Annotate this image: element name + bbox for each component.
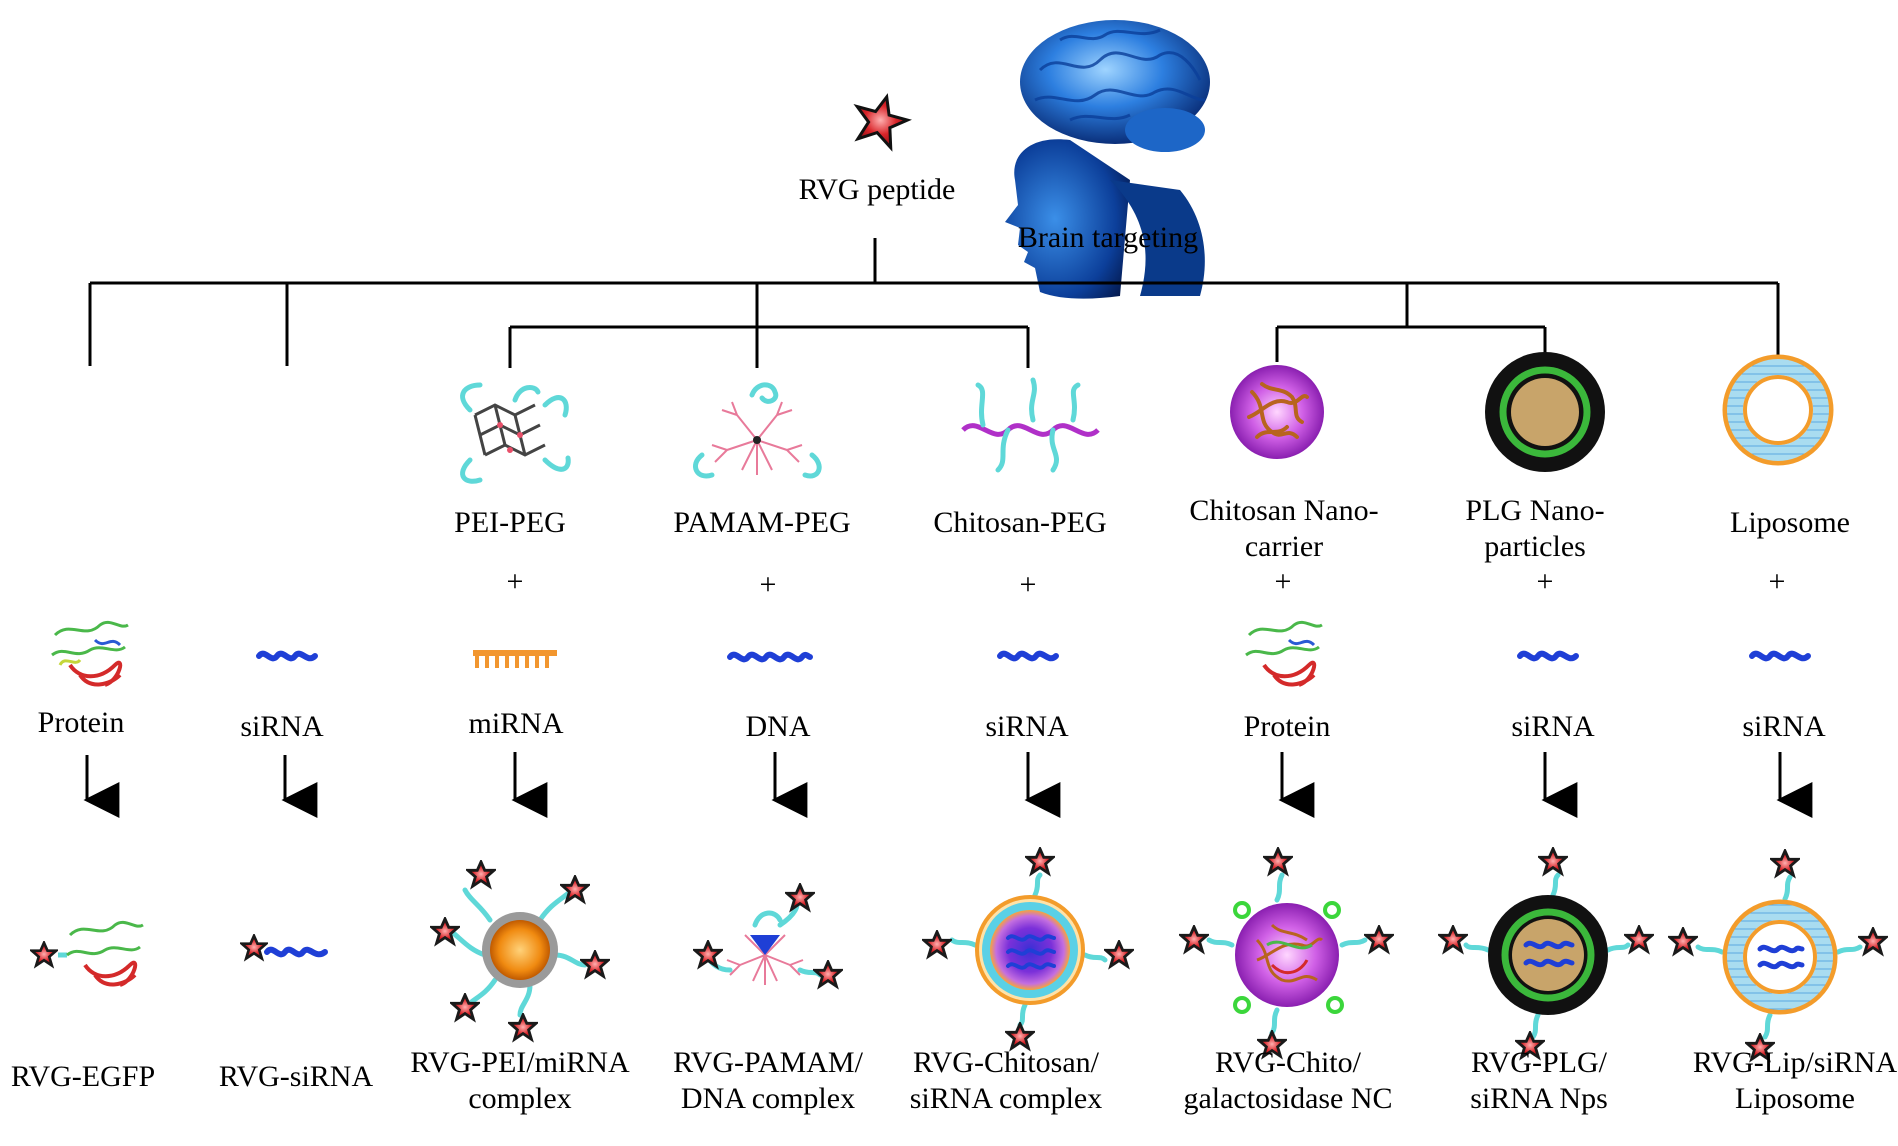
brain-targeting-label: Brain targeting xyxy=(1017,221,1199,254)
dna-icon xyxy=(727,651,813,663)
product-label-line: siRNA Nps xyxy=(1470,1082,1608,1115)
payload-label: siRNA xyxy=(240,710,324,743)
sirna-icon xyxy=(997,650,1059,662)
sirna-icon xyxy=(1749,650,1811,662)
product-label: RVG-PLG/ siRNA Nps xyxy=(1470,1045,1608,1117)
sirna-icon xyxy=(256,650,318,662)
sirna-icon xyxy=(1517,650,1579,662)
product-label-line: DNA complex xyxy=(680,1082,856,1115)
plg-nanoparticle-icon xyxy=(1485,352,1605,472)
plus-sign: + xyxy=(1274,565,1292,598)
brain-head-icon xyxy=(1005,20,1210,299)
carrier-label: Liposome xyxy=(1730,506,1850,539)
product-label: RVG-Lip/siRNA Liposome xyxy=(1693,1045,1897,1117)
payload-label: miRNA xyxy=(468,707,564,740)
protein-icon xyxy=(51,620,129,687)
product-label: RVG-Chito/ galactosidase NC xyxy=(1183,1045,1392,1117)
product-label-line: siRNA complex xyxy=(909,1082,1103,1115)
carrier-label: PEI-PEG xyxy=(454,506,566,539)
rvg-peptide-star-icon xyxy=(853,93,912,152)
product-label-line: complex xyxy=(468,1082,572,1115)
chitosan-peg-icon xyxy=(961,377,1100,473)
carrier-label: Chitosan-PEG xyxy=(933,506,1107,539)
plus-sign: + xyxy=(1768,565,1786,598)
carrier-label: PAMAM-PEG xyxy=(673,506,851,539)
rvg-plg-sirna-nps-icon xyxy=(1438,847,1654,1059)
payload-label: DNA xyxy=(745,710,811,743)
product-label: RVG-Chitosan/ siRNA complex xyxy=(910,1045,1103,1117)
rvg-egfp-icon xyxy=(30,920,144,987)
product-label: RVG-PAMAM/ DNA complex xyxy=(673,1045,863,1117)
protein-icon xyxy=(1245,620,1323,687)
payload-label: siRNA xyxy=(985,710,1069,743)
carrier-label: PLG Nano- particles xyxy=(1465,494,1605,563)
payload-label: siRNA xyxy=(1511,710,1595,743)
rvg-peptide-label: RVG peptide xyxy=(798,173,956,206)
product-label-line: Liposome xyxy=(1735,1082,1855,1115)
payload-label: siRNA xyxy=(1742,710,1826,743)
pamam-peg-icon xyxy=(693,382,822,479)
liposome-icon xyxy=(1722,354,1834,466)
plus-sign: + xyxy=(506,565,524,598)
product-label-line: RVG-PAMAM/ xyxy=(673,1046,863,1079)
rvg-pamam-dna-complex-icon xyxy=(693,883,843,988)
rvg-chito-galactosidase-nc-icon xyxy=(1179,847,1394,1058)
product-label: RVG-siRNA xyxy=(219,1059,373,1095)
product-label-line: RVG-Lip/siRNA xyxy=(1692,1046,1898,1079)
product-label-line: RVG-EGFP xyxy=(10,1060,156,1093)
payload-label: Protein xyxy=(1243,710,1331,743)
plus-sign: + xyxy=(759,568,777,601)
payload-label: Protein xyxy=(37,706,125,739)
product-label-line: RVG-Chitosan/ xyxy=(913,1046,1099,1079)
product-label: RVG-EGFP xyxy=(11,1059,155,1095)
product-label-line: RVG-Chito/ xyxy=(1215,1046,1361,1079)
mirna-icon xyxy=(473,650,557,668)
carrier-label: Chitosan Nano- carrier xyxy=(1189,494,1379,563)
product-label-line: RVG-PEI/miRNA xyxy=(410,1046,630,1079)
rvg-pei-mirna-complex-icon xyxy=(430,860,610,1041)
rvg-sirna-icon xyxy=(240,934,328,960)
hierarchy-tree xyxy=(88,238,1780,368)
rvg-chitosan-sirna-complex-icon xyxy=(922,847,1134,1050)
plus-sign: + xyxy=(1019,568,1037,601)
chitosan-nanocarrier-icon xyxy=(1230,365,1324,459)
product-label-line: RVG-PLG/ xyxy=(1471,1046,1607,1079)
pei-peg-icon xyxy=(460,382,571,484)
product-label-line: galactosidase NC xyxy=(1183,1082,1393,1115)
product-label-line: RVG-siRNA xyxy=(218,1060,374,1093)
rvg-lip-sirna-liposome-icon xyxy=(1668,849,1888,1061)
conversion-arrows xyxy=(83,752,1813,818)
product-label: RVG-PEI/miRNA complex xyxy=(410,1045,629,1117)
plus-sign: + xyxy=(1536,565,1554,598)
